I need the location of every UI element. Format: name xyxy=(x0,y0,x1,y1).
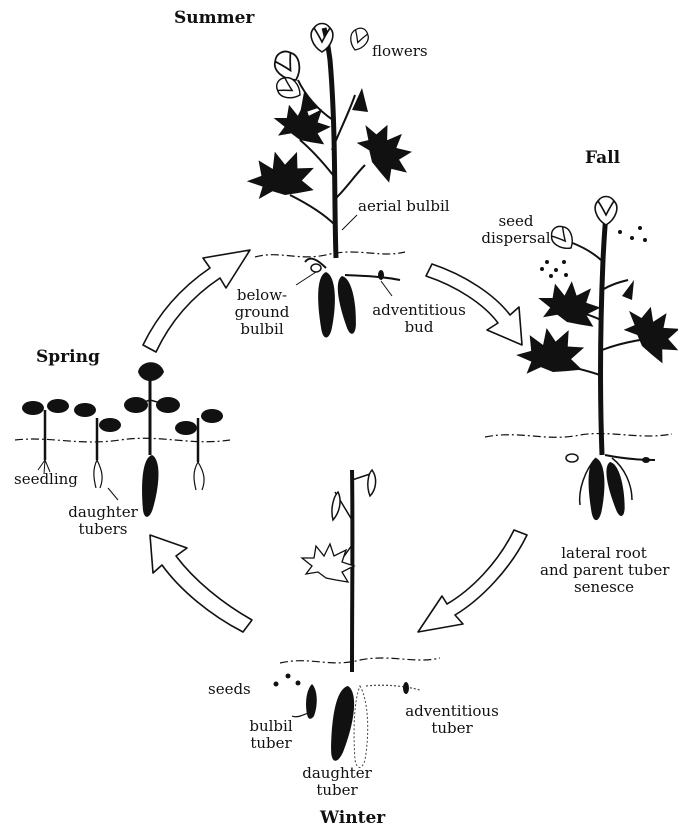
season-spring: Spring xyxy=(36,347,100,367)
label-lateral-root-senesce: lateral root and parent tuber senesce xyxy=(540,545,668,596)
label-adventitious-bud: adventitious bud xyxy=(367,302,471,336)
label-bulbil-tuber: bulbil tuber xyxy=(244,718,298,752)
label-below-ground-bulbil: below- ground bulbil xyxy=(232,287,292,338)
label-seeds: seeds xyxy=(208,681,251,698)
label-daughter-tuber: daughter tuber xyxy=(300,765,374,799)
season-winter: Winter xyxy=(320,808,385,828)
season-summer: Summer xyxy=(174,8,254,28)
label-aerial-bulbil: aerial bulbil xyxy=(358,198,450,215)
label-flowers: flowers xyxy=(372,43,428,60)
label-adventitious-tuber: adventitious tuber xyxy=(400,703,504,737)
label-seed-dispersal: seed dispersal xyxy=(476,213,556,247)
label-daughter-tubers: daughter tubers xyxy=(66,504,140,538)
arrow-fall-to-winter xyxy=(418,530,527,632)
arrow-winter-to-spring xyxy=(150,535,252,632)
spring-plants xyxy=(15,362,230,517)
label-seedling: seedling xyxy=(14,471,78,488)
season-fall: Fall xyxy=(585,148,620,168)
